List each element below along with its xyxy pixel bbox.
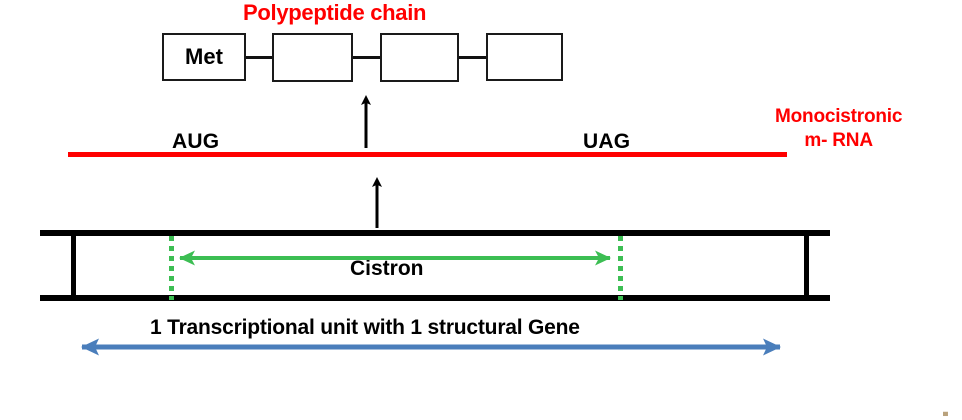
residue-box-met: Met: [162, 33, 246, 81]
transcription-unit-label: 1 Transcriptional unit with 1 structural…: [150, 316, 580, 339]
residue-box-2: [272, 33, 353, 82]
residue-box-3: [380, 33, 459, 82]
dna-strand-top: [40, 230, 830, 236]
mrna-type-line2: m- RNA: [804, 129, 873, 151]
page-title: Polypeptide chain: [243, 0, 427, 25]
peptide-bond-link: [458, 56, 488, 59]
residue-label: Met: [185, 44, 223, 69]
mrna-strand: [68, 152, 787, 157]
mrna-type-annotation: Monocistronic m- RNA: [775, 105, 902, 153]
mrna-type-line1: Monocistronic: [775, 106, 903, 127]
peptide-bond-link: [352, 56, 382, 59]
peptide-bond-link: [245, 56, 274, 59]
dna-boundary-left: [71, 230, 76, 301]
dna-boundary-right: [804, 230, 809, 301]
stop-codon-label: UAG: [583, 130, 631, 153]
dna-strand-bottom: [40, 295, 830, 301]
cistron-boundary-end: [618, 236, 623, 300]
residue-box-4: [486, 33, 563, 81]
start-codon-label: AUG: [172, 130, 220, 153]
corner-watermark: ▄: [943, 409, 948, 416]
cistron-boundary-start: [169, 236, 174, 300]
cistron-label: Cistron: [350, 257, 424, 280]
